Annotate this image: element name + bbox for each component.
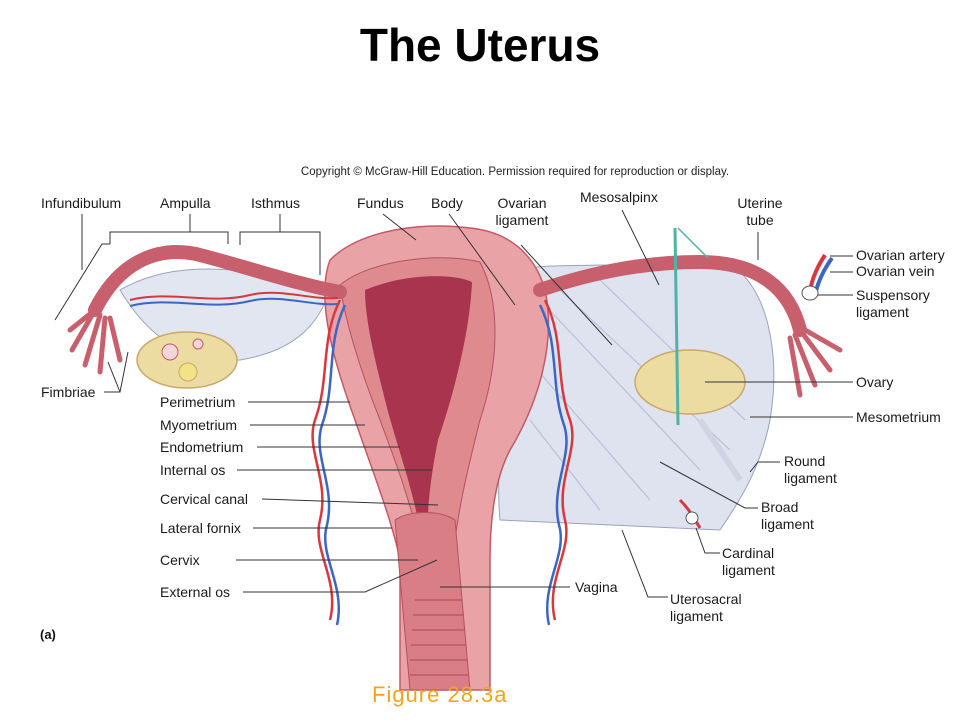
label-suspensory-line2: ligament (856, 304, 909, 320)
label-uterosacral-line1: Uterosacral (670, 591, 742, 607)
page-title: The Uterus (359, 19, 601, 71)
label-isthmus: Isthmus (251, 195, 301, 211)
label-body: Body (431, 195, 463, 211)
label-round-ligament: Round ligament (784, 453, 837, 487)
label-infundibulum: Infundibulum (41, 195, 122, 211)
label-cardinal-line1: Cardinal (722, 545, 775, 561)
label-ovarian-artery: Ovarian artery (856, 247, 945, 263)
left-ovary (136, 331, 238, 389)
copyright-notice: Copyright © McGraw-Hill Education. Permi… (300, 166, 730, 178)
label-suspensory-ligament: Suspensory ligament (856, 287, 930, 321)
panel-letter: (a) (40, 627, 56, 642)
label-uterosacral-line2: ligament (670, 608, 723, 624)
label-round-line2: ligament (784, 470, 837, 486)
label-uterosacral-ligament: Uterosacral ligament (670, 591, 742, 625)
round-ligament-stub (697, 418, 743, 482)
label-vagina: Vagina (575, 579, 618, 595)
left-uterine-tube (88, 245, 347, 317)
figure-caption: Figure 28.3a (372, 682, 508, 707)
cervix-vagina (394, 512, 471, 691)
label-mesosalpinx: Mesosalpinx (580, 189, 658, 205)
right-fimbriae (787, 327, 843, 398)
label-uterine-tube: Uterine tube (728, 195, 792, 229)
label-broad-ligament: Broad ligament (761, 499, 814, 533)
leader-lines (54, 209, 853, 598)
label-ovary: Ovary (856, 374, 894, 390)
label-external-os: External os (160, 584, 231, 600)
uterine-cavity (365, 276, 472, 520)
label-cardinal-ligament: Cardinal ligament (722, 545, 775, 579)
uterine-vein-left (318, 304, 347, 626)
label-ovarian-vein: Ovarian vein (856, 263, 935, 279)
label-broad-line2: ligament (761, 516, 814, 532)
vaginal-rugae (410, 599, 468, 676)
label-fimbriae: Fimbriae (41, 384, 96, 400)
right-uterine-tube (533, 254, 807, 337)
label-lateral-fornix: Lateral fornix (160, 520, 241, 536)
label-suspensory-line1: Suspensory (856, 287, 930, 303)
uterine-artery-left (311, 299, 342, 621)
label-cervical-canal: Cervical canal (160, 491, 248, 507)
left-fimbriae (67, 307, 123, 375)
label-uterine-tube-line1: Uterine (737, 195, 783, 211)
label-ovarian-ligament: Ovarian ligament (490, 195, 554, 229)
tubal-vessels-left (129, 291, 339, 301)
section-plane (673, 227, 680, 426)
label-ovarian-ligament-line2: ligament (495, 212, 549, 228)
label-uterine-tube-line2: tube (746, 212, 774, 228)
label-cervix: Cervix (160, 552, 200, 568)
label-round-line1: Round (784, 453, 826, 469)
label-broad-line1: Broad (761, 499, 799, 515)
label-endometrium: Endometrium (160, 439, 244, 455)
label-fundus: Fundus (357, 195, 404, 211)
label-internal-os: Internal os (160, 462, 226, 478)
label-ampulla: Ampulla (160, 195, 211, 211)
suspensory-ligament-cut (801, 285, 819, 301)
label-ovarian-ligament-line1: Ovarian (497, 195, 547, 211)
label-perimetrium: Perimetrium (160, 394, 236, 410)
uterine-vein-right (538, 304, 568, 626)
uterine-artery-right (543, 299, 574, 621)
label-cardinal-line2: ligament (722, 562, 775, 578)
label-mesometrium: Mesometrium (856, 409, 941, 425)
label-myometrium: Myometrium (160, 417, 238, 433)
